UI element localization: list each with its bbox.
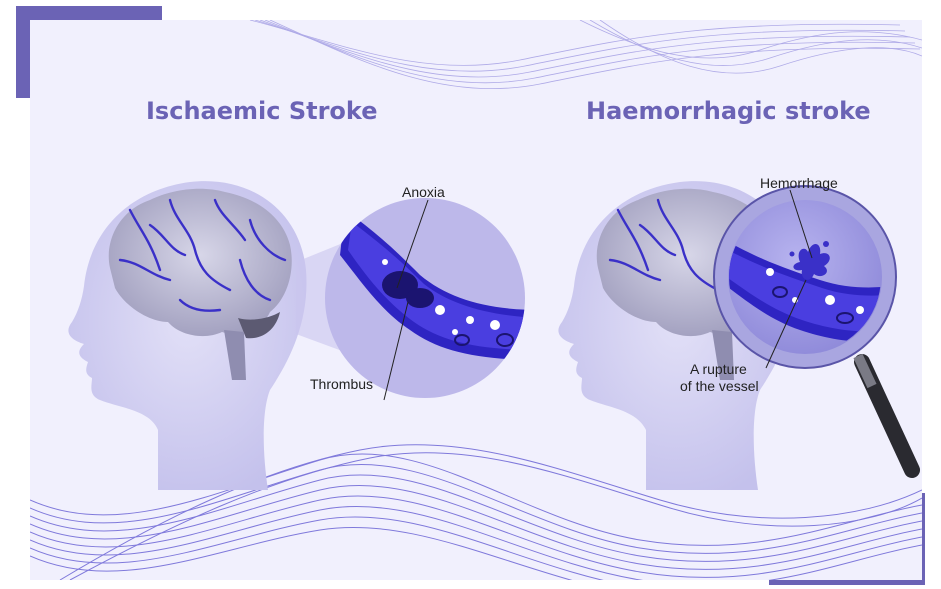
top-wave-decoration [250, 20, 922, 89]
haemorrhagic-stroke-title: Haemorrhagic stroke [586, 97, 871, 125]
ischaemic-stroke-title: Ischaemic Stroke [146, 97, 378, 125]
ischaemic-zoom-circle [325, 198, 540, 398]
left-head-illustration [68, 181, 306, 490]
anoxia-label: Anoxia [402, 184, 445, 200]
hemorrhage-label: Hemorrhage [760, 175, 838, 191]
thrombus-label: Thrombus [310, 376, 373, 392]
rupture-label-line2: of the vessel [680, 378, 759, 394]
rupture-label-line1: A rupture [690, 361, 747, 377]
